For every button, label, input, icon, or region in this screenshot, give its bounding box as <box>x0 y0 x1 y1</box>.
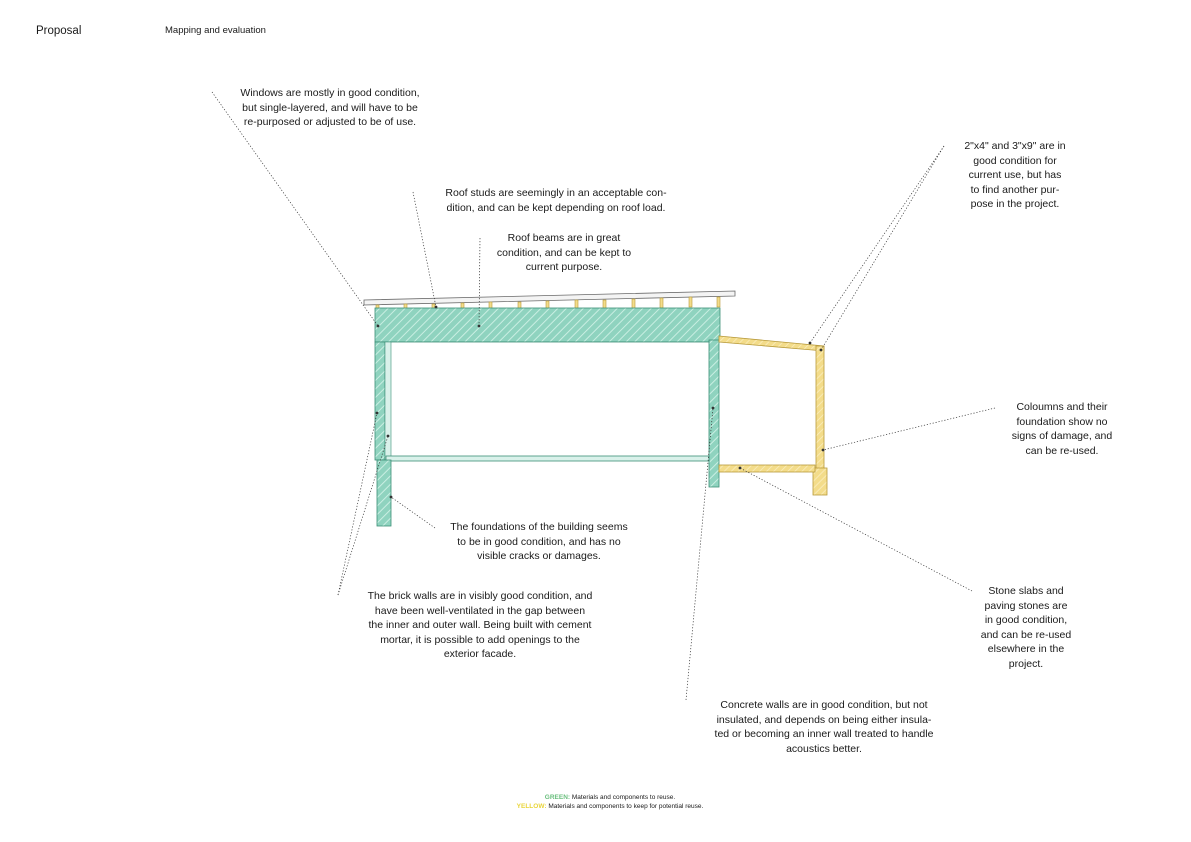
roof-sheet <box>363 290 736 306</box>
annotation-brick-walls: The brick walls are in visibly good cond… <box>367 590 593 661</box>
legend: GREEN: Materials and components to reuse… <box>420 794 800 811</box>
annotation-concrete-walls: Concrete walls are in good condition, bu… <box>714 699 934 755</box>
timber-column <box>815 345 825 471</box>
timber-beam <box>718 335 825 352</box>
legend-yellow-text: Materials and components to keep for pot… <box>548 802 704 810</box>
foundation <box>376 459 392 527</box>
legend-green-key: GREEN: <box>544 794 571 801</box>
legend-yellow-key: YELLOW: <box>516 802 547 810</box>
annotation-roof-studs: Roof studs are seemingly in an acceptabl… <box>445 187 667 214</box>
annotation-windows: Windows are mostly in good condition, bu… <box>240 87 420 129</box>
annotation-timber: 2"x4" and 3"x9" are in good condition fo… <box>964 140 1066 211</box>
window-frame <box>385 341 717 461</box>
column-foundation <box>812 467 828 496</box>
legend-green: GREEN: Materials and components to reuse… <box>420 794 800 803</box>
annotation-roof-beams: Roof beams are in great condition, and c… <box>496 232 632 274</box>
legend-green-text: Materials and components to reuse. <box>571 794 676 801</box>
leader-lines <box>211 91 996 701</box>
stone-slabs <box>718 464 816 473</box>
page-title: Proposal <box>36 25 82 37</box>
annotation-stone-slabs: Stone slabs and paving stones are in goo… <box>980 585 1072 670</box>
annotation-columns: Coloumns and their foundation show no si… <box>1011 401 1113 457</box>
annotation-foundations: The foundations of the building seems to… <box>450 521 628 563</box>
page-subtitle: Mapping and evaluation <box>165 25 266 36</box>
brick-wall-left <box>374 341 386 461</box>
floor-slab <box>385 455 710 462</box>
leader-dots <box>375 305 825 499</box>
legend-yellow: YELLOW: Materials and components to keep… <box>420 803 800 812</box>
roof-beam <box>374 307 721 343</box>
concrete-wall-right <box>708 339 720 488</box>
